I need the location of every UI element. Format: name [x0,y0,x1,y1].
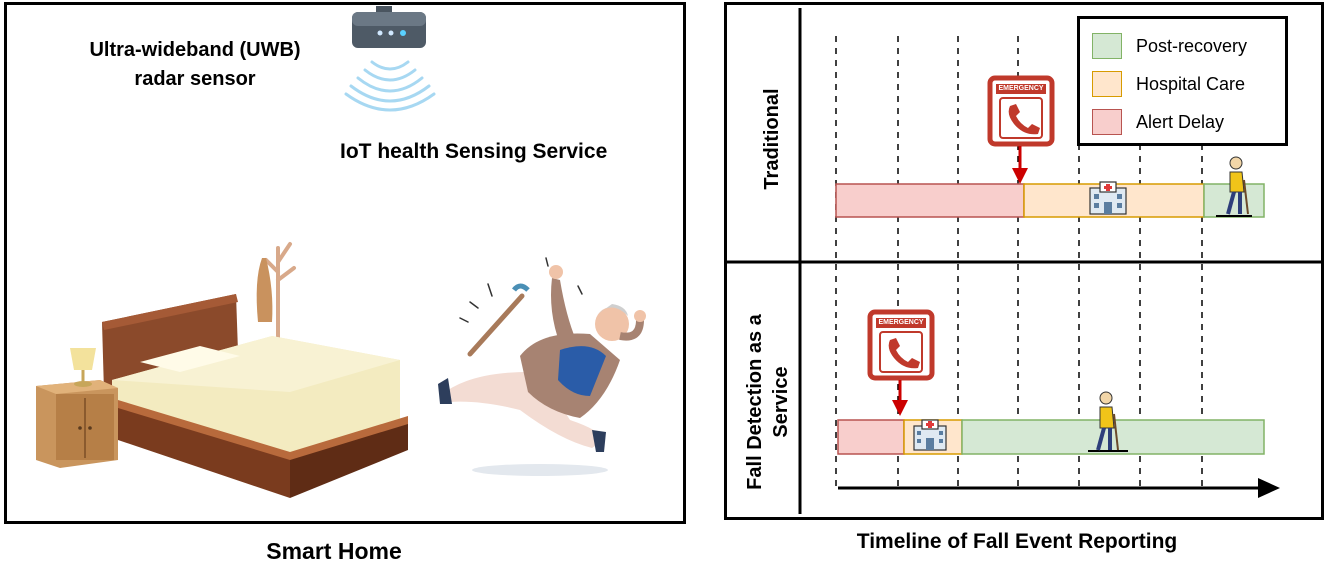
legend-swatch-alert-delay [1092,109,1122,135]
emergency-text-faas: EMERGENCY [878,319,924,326]
row-label-faas: Fall Detection as a Service [742,282,798,522]
legend-label-alert-delay: Alert Delay [1136,111,1225,132]
emergency-text-traditional: EMERGENCY [998,85,1044,92]
emergency-sign-icon-faas [867,309,935,381]
elderly-walker-icon-traditional [1216,156,1252,217]
bed-icon [102,294,408,498]
smart-home-illustration [36,6,646,498]
alert-arrow-head-traditional [1012,168,1028,184]
legend-swatch-post-recovery [1092,33,1122,59]
motion-lines-icon [459,257,583,323]
hanging-coat-icon [256,258,273,322]
hospital-icon-traditional [1089,181,1127,215]
legend-item-post-recovery: Post-recovery [1092,31,1247,61]
wifi-waves-icon [344,60,436,112]
legend-label-hospital-care: Hospital Care [1136,73,1246,94]
legend-item-hospital-care: Hospital Care [1092,69,1245,99]
row-label-faas-line1: Fall Detection as a [744,314,766,490]
iot-service-label: IoT health Sensing Service [340,140,608,163]
elderly-walker-icon-faas [1088,391,1128,452]
alert-arrow-head-faas [892,400,908,416]
falling-elderly-person-icon [438,265,646,476]
uwb-sensor-label-line1: Ultra-wideband (UWB) [89,39,301,61]
radar-sensor-icon [352,6,426,48]
uwb-sensor-label: Ultra-wideband (UWB) radar sensor [50,36,340,94]
uwb-sensor-label-line2: radar sensor [134,68,256,90]
legend-swatch-hospital-care [1092,71,1122,97]
legend: Post-recovery Hospital Care Alert Delay [1077,16,1288,146]
lamp-icon [70,348,96,387]
emergency-sign-icon-traditional [987,75,1055,147]
row-label-faas-line2: Service [770,366,792,438]
nightstand-icon [36,380,118,468]
smart-home-caption: Smart Home [266,538,402,564]
faas-alert-delay-bar [837,419,905,455]
traditional-alert-delay-bar [835,183,1025,218]
timeline-caption: Timeline of Fall Event Reporting [856,530,1178,553]
legend-item-alert-delay: Alert Delay [1092,107,1224,137]
legend-label-post-recovery: Post-recovery [1136,35,1248,56]
row-label-traditional: Traditional [761,88,783,190]
hospital-icon-faas [913,419,947,451]
time-axis-arrow [838,478,1280,498]
